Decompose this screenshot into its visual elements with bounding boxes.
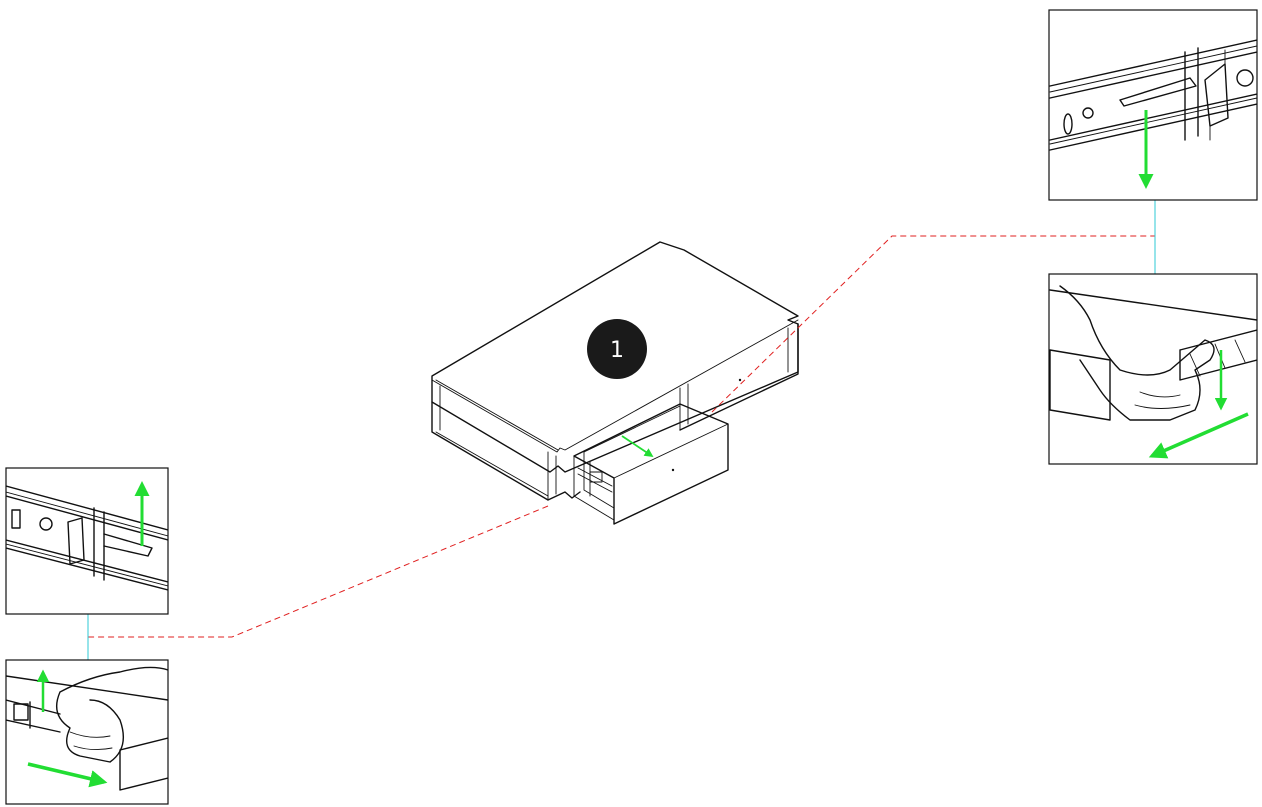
- detail-panel-release-lever-down: [1048, 9, 1258, 201]
- pull-drawer-arrow-icon: [621, 435, 654, 457]
- step-number: 1: [610, 338, 624, 363]
- pull-out-arrow-icon: [27, 762, 108, 788]
- leader-line-right: [711, 235, 1155, 413]
- step-number-badge: 1: [587, 319, 647, 379]
- leader-line-left: [88, 505, 549, 638]
- detail-panel-pull-drawer-out-left: [5, 659, 169, 805]
- bed-drawer-unit-icon: [431, 241, 799, 525]
- detail-panel-pull-drawer-out-right: [1048, 273, 1258, 465]
- pull-out-arrow-icon: [1148, 412, 1249, 459]
- detail-panel-release-lever-up: [5, 467, 169, 615]
